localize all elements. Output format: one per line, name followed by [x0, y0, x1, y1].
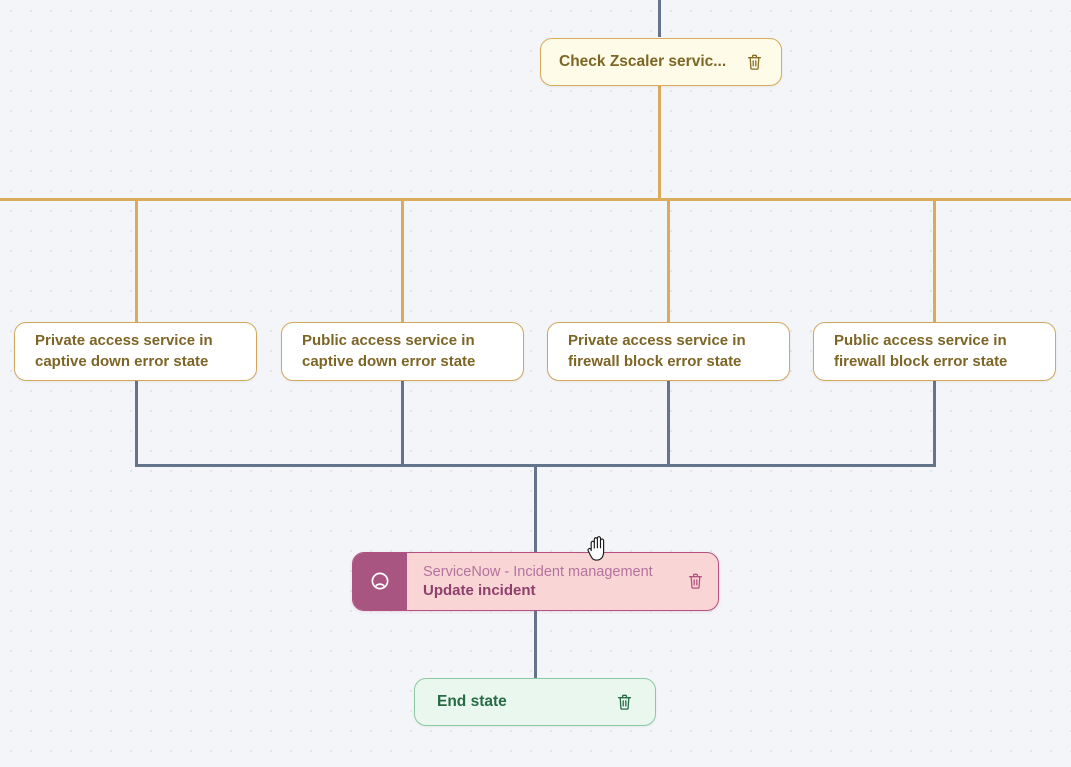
edge-merge-to-servicenow — [534, 464, 537, 554]
edge-zscaler-to-branchbar — [658, 86, 661, 200]
edge-state-riser-4 — [933, 380, 936, 466]
node-end-state-label: End state — [437, 693, 507, 710]
node-state-public-firewall-block[interactable]: Public access service in firewall block … — [813, 322, 1056, 381]
edge-state-riser-1 — [135, 380, 138, 466]
edge-servicenow-to-end — [534, 608, 537, 680]
edge-branch-drop-4 — [933, 198, 936, 322]
trash-icon[interactable] — [686, 572, 704, 592]
node-state-label: Public access service in captive down er… — [302, 331, 476, 370]
edge-branch-drop-1 — [135, 198, 138, 322]
node-servicenow-update-incident[interactable]: ServiceNow - Incident management Update … — [352, 552, 719, 611]
node-state-private-captive-down[interactable]: Private access service in captive down e… — [14, 322, 257, 381]
node-state-label: Public access service in firewall block … — [834, 331, 1008, 370]
node-state-label: Private access service in firewall block… — [568, 331, 746, 370]
edge-branch-bar — [0, 198, 1071, 201]
edge-branch-drop-2 — [401, 198, 404, 322]
node-check-zscaler-service[interactable]: Check Zscaler servic... — [540, 38, 782, 86]
servicenow-title: Update incident — [423, 581, 536, 599]
servicenow-node-body: ServiceNow - Incident management Update … — [407, 553, 718, 610]
edge-branch-drop-3 — [667, 198, 670, 322]
node-state-private-firewall-block[interactable]: Private access service in firewall block… — [547, 322, 790, 381]
edge-state-riser-2 — [401, 380, 404, 466]
node-state-public-captive-down[interactable]: Public access service in captive down er… — [281, 322, 524, 381]
node-state-label: Private access service in captive down e… — [35, 331, 213, 370]
edge-incoming-top — [658, 0, 661, 37]
node-end-state[interactable]: End state — [414, 678, 656, 726]
servicenow-icon — [353, 553, 407, 610]
trash-icon[interactable] — [745, 52, 763, 72]
edge-state-riser-3 — [667, 380, 670, 466]
servicenow-subtitle: ServiceNow - Incident management — [423, 563, 653, 580]
servicenow-text-block: ServiceNow - Incident management Update … — [423, 563, 653, 601]
node-check-zscaler-label: Check Zscaler servic... — [559, 53, 727, 70]
trash-icon[interactable] — [615, 692, 633, 712]
